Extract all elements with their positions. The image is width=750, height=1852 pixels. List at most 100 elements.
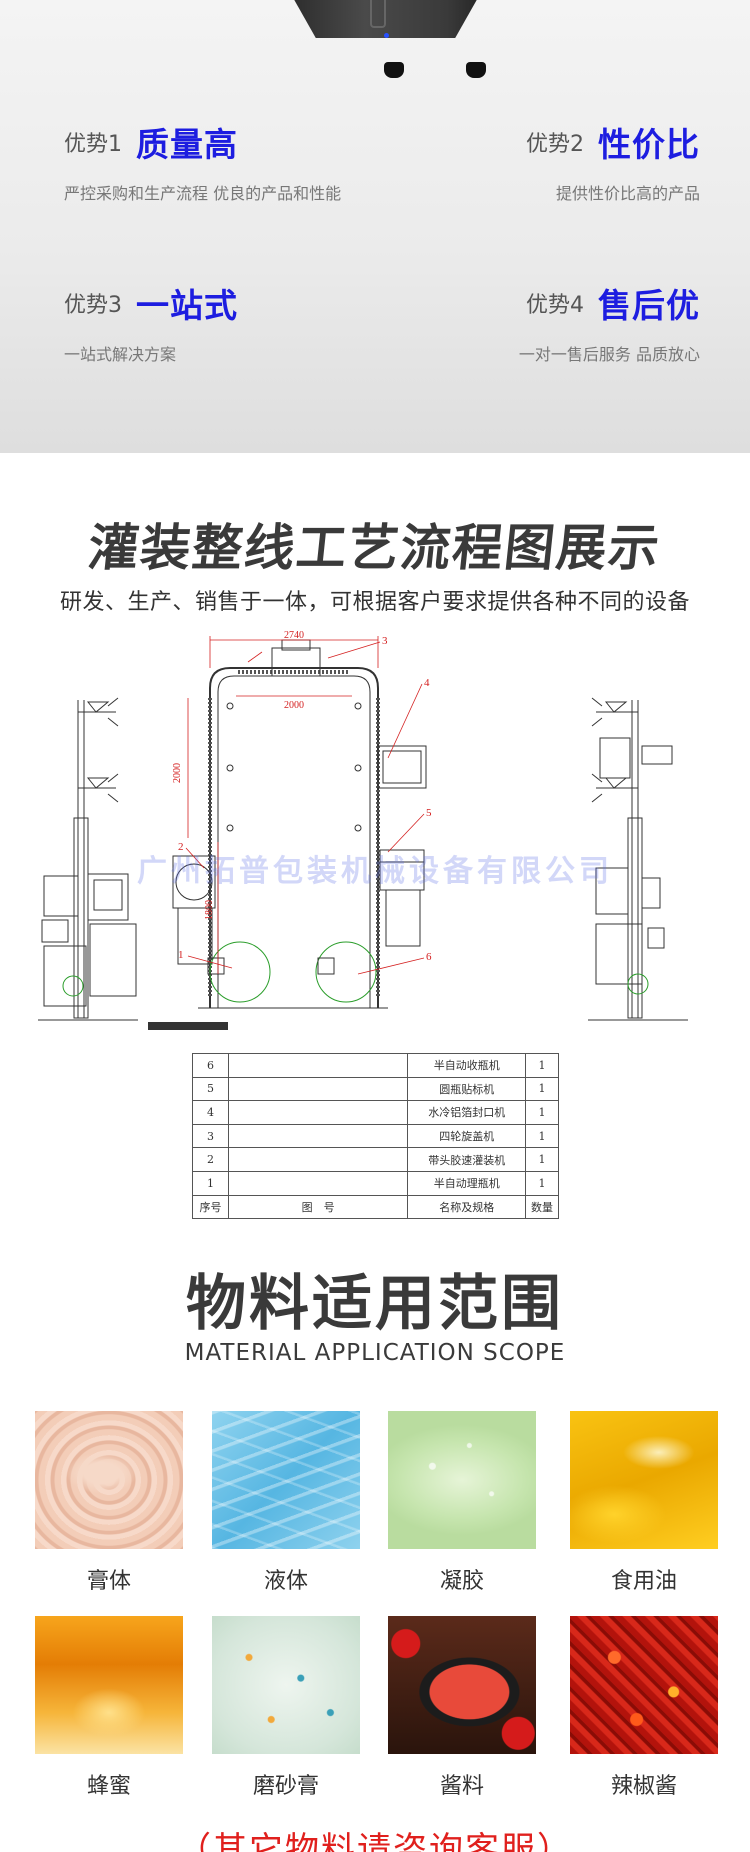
dimension-label: 1800 <box>204 900 215 920</box>
advantages-section: 优势1 质量高 严控采购和生产流程 优良的产品和性能 优势2 性价比 提供性价比高的… <box>0 0 750 453</box>
table-cell-drawing <box>227 1147 409 1172</box>
table-header-row: 序号 图 号 名称及规格 数量 <box>192 1194 559 1220</box>
table-cell-name: 带头胶速灌装机 <box>407 1147 527 1172</box>
advantage-1: 优势1 质量高 严控采购和生产流程 优良的产品和性能 <box>64 118 341 204</box>
material-image-chili-sauce <box>570 1616 718 1754</box>
materials-title: 物料适用范围 <box>186 1269 564 1339</box>
dimension-label: 2000 <box>284 700 304 711</box>
front-view <box>172 639 427 1009</box>
advantage-label: 优势3 <box>64 293 122 318</box>
table-cell-no: 5 <box>192 1076 229 1102</box>
material-image-scrub <box>212 1616 360 1754</box>
machine-foot-left <box>384 62 404 78</box>
material-label: 辣椒酱 <box>610 1774 677 1799</box>
flow-title: 灌装整线工艺流程图展示 <box>85 519 664 577</box>
material-item-scrub: 磨砂膏 <box>212 1616 360 1800</box>
callout-number: 4 <box>424 677 430 689</box>
flow-subtitle: 研发、生产、销售于一体，可根据客户要求提供各种不同的设备 <box>59 590 690 615</box>
parts-list-table: 6 半自动收瓶机 1 5 圆瓶贴标机 1 4 水冷铝箔封口机 1 3 四轮旋盖机… <box>192 1053 559 1220</box>
material-item-edible-oil: 食用油 <box>570 1411 718 1595</box>
material-label: 蜂蜜 <box>86 1774 131 1799</box>
table-header-qty: 数量 <box>525 1194 559 1220</box>
table-cell-drawing <box>227 1076 409 1102</box>
advantage-desc: 严控采购和生产流程 优良的产品和性能 <box>64 184 342 203</box>
left-side-view <box>38 697 138 1021</box>
table-row: 1 半自动理瓶机 1 <box>192 1170 559 1196</box>
material-image-liquid <box>212 1411 360 1549</box>
advantage-desc: 一站式解决方案 <box>64 345 177 364</box>
table-cell-drawing <box>227 1053 409 1078</box>
machine-indicator-light <box>384 33 389 38</box>
material-item-honey: 蜂蜜 <box>35 1616 183 1800</box>
table-cell-drawing <box>227 1100 409 1125</box>
callout-number: 5 <box>426 807 432 819</box>
table-cell-no: 2 <box>192 1147 229 1172</box>
table-row: 4 水冷铝箔封口机 1 <box>192 1100 559 1125</box>
advantage-title: 售后优 <box>598 286 700 325</box>
table-cell-qty: 1 <box>525 1147 559 1172</box>
table-header-drawing: 图 号 <box>227 1194 409 1220</box>
material-image-paste <box>35 1411 183 1549</box>
table-cell-drawing <box>227 1123 409 1149</box>
table-cell-qty: 1 <box>525 1123 559 1149</box>
callout-number: 6 <box>426 951 432 963</box>
table-row: 2 带头胶速灌装机 1 <box>192 1147 559 1172</box>
material-label: 食用油 <box>610 1569 677 1594</box>
table-cell-name: 半自动理瓶机 <box>407 1170 527 1196</box>
advantage-label: 优势1 <box>64 132 122 157</box>
table-cell-no: 3 <box>192 1123 229 1149</box>
material-item-gel: 凝胶 <box>388 1411 536 1595</box>
materials-subtitle: MATERIAL APPLICATION SCOPE <box>184 1340 566 1366</box>
material-label: 膏体 <box>86 1569 131 1594</box>
callout-number: 2 <box>178 841 184 853</box>
table-cell-drawing <box>227 1170 409 1196</box>
dimension-label: 2000 <box>172 763 183 783</box>
table-cell-name: 圆瓶贴标机 <box>407 1076 527 1102</box>
material-label: 凝胶 <box>439 1569 484 1594</box>
advantage-4: 优势4 售后优 一对一售后服务 品质放心 <box>519 279 700 365</box>
material-label: 磨砂膏 <box>252 1774 319 1799</box>
material-image-gel <box>388 1411 536 1549</box>
advantage-title: 性价比 <box>598 125 700 164</box>
table-row: 5 圆瓶贴标机 1 <box>192 1076 559 1102</box>
table-header-no: 序号 <box>192 1194 229 1220</box>
advantage-label: 优势4 <box>526 293 584 318</box>
machine-panel-detail <box>370 0 386 28</box>
material-label: 酱料 <box>439 1774 484 1799</box>
table-header-name: 名称及规格 <box>407 1194 527 1220</box>
callout-number: 3 <box>382 635 388 647</box>
advantage-title: 质量高 <box>136 125 238 164</box>
material-item-chili-sauce: 辣椒酱 <box>570 1616 718 1800</box>
advantage-title: 一站式 <box>136 286 238 325</box>
table-cell-no: 1 <box>192 1170 229 1196</box>
table-cell-qty: 1 <box>525 1170 559 1196</box>
table-cell-no: 6 <box>192 1053 229 1078</box>
dimension-label: 2740 <box>284 630 304 641</box>
consult-note: （其它物料请咨询客服） <box>177 1830 573 1852</box>
material-item-sauce: 酱料 <box>388 1616 536 1800</box>
table-row: 3 四轮旋盖机 1 <box>192 1123 559 1149</box>
table-cell-qty: 1 <box>525 1076 559 1102</box>
cad-status-strip <box>148 1022 228 1030</box>
right-side-view <box>588 697 688 1021</box>
material-item-paste: 膏体 <box>35 1411 183 1595</box>
material-item-liquid: 液体 <box>212 1411 360 1595</box>
callout-number: 1 <box>178 949 184 961</box>
table-cell-name: 水冷铝箔封口机 <box>407 1100 527 1125</box>
material-image-honey <box>35 1616 183 1754</box>
advantage-3: 优势3 一站式 一站式解决方案 <box>64 279 238 365</box>
advantage-desc: 提供性价比高的产品 <box>555 184 700 203</box>
table-cell-qty: 1 <box>525 1100 559 1125</box>
table-cell-name: 四轮旋盖机 <box>407 1123 527 1149</box>
material-image-edible-oil <box>570 1411 718 1549</box>
advantage-2: 优势2 性价比 提供性价比高的产品 <box>526 118 700 204</box>
production-line-drawing: 2740 2000 2000 1800 1 2 3 4 5 6 <box>38 630 688 1030</box>
advantage-label: 优势2 <box>526 132 584 157</box>
table-cell-no: 4 <box>192 1100 229 1125</box>
table-row: 6 半自动收瓶机 1 <box>192 1053 559 1078</box>
table-cell-qty: 1 <box>525 1053 559 1078</box>
machine-foot-right <box>466 62 486 78</box>
material-label: 液体 <box>263 1569 308 1594</box>
advantage-desc: 一对一售后服务 品质放心 <box>518 345 700 364</box>
material-image-sauce <box>388 1616 536 1754</box>
